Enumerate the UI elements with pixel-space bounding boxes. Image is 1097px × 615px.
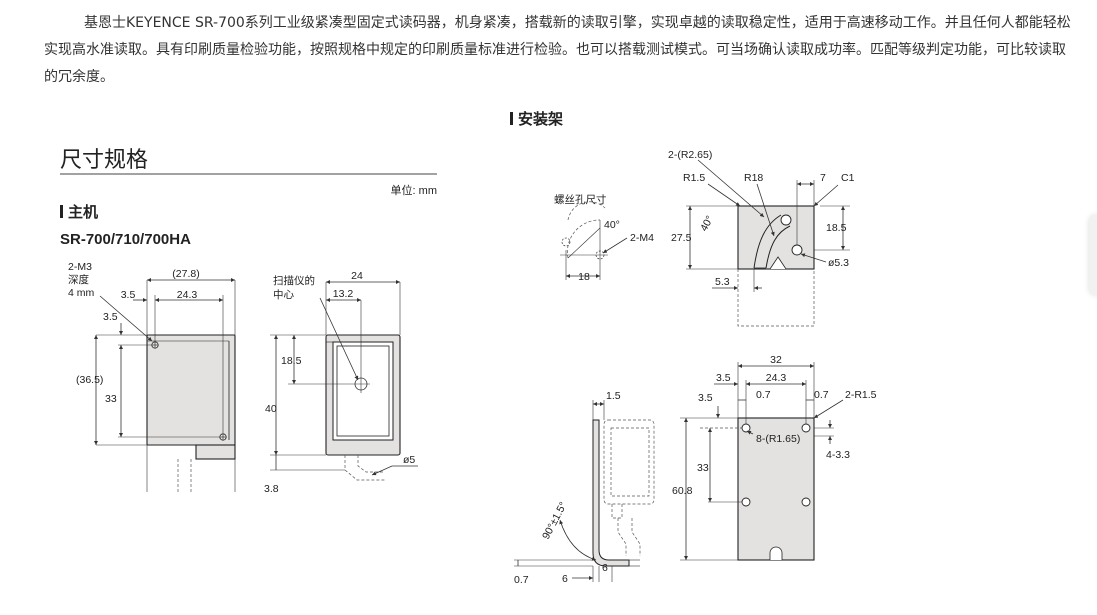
bracket-angle: 90°±1.5°	[540, 500, 570, 541]
dim-5-3: 5.3	[715, 276, 730, 288]
dim-6a: 6	[562, 573, 568, 585]
dim-c1: C1	[841, 172, 855, 184]
plate-dim-24-3: 24.3	[766, 372, 787, 384]
dim-1-5: 1.5	[606, 390, 621, 402]
main-unit-side-view	[270, 334, 401, 481]
screw-angle: 40°	[604, 219, 620, 231]
screw-hole-detail: 螺丝孔尺寸 40° 2-M4 18	[554, 193, 654, 283]
dim-27-8: (27.8)	[172, 268, 199, 280]
plate-dim-32: 32	[770, 354, 782, 366]
top-angle: 40°	[698, 214, 716, 234]
plate-dim-0-7a: 0.7	[756, 389, 771, 401]
bracket-heading: 安装架	[518, 110, 563, 128]
hole-label-1: 2-M3	[68, 261, 92, 273]
dim-18-5-top: 18.5	[826, 222, 847, 234]
plate-dim-33: 33	[697, 462, 709, 474]
plate-dim-60-8: 60.8	[672, 485, 693, 497]
plate-dim-4-3-3: 4-3.3	[826, 449, 850, 461]
scanner-center-label-1: 扫描仪的	[273, 274, 315, 287]
front-view-dimensions: 2-M3 深度 4 mm (27.8) 3.5 24.3 3.5 (36.5) …	[68, 261, 236, 446]
intro-paragraph: 基恩士KEYENCE SR-700系列工业级紧凑型固定式读码器，机身紧凑，搭载新…	[44, 15, 1071, 85]
dim-3-8: 3.8	[264, 483, 279, 495]
dim-33: 33	[105, 393, 117, 405]
dim-36-5: (36.5)	[76, 374, 103, 386]
dim-phi5-3: ø5.3	[828, 257, 849, 269]
side-view-dimensions: 扫描仪的 中心 24 13.2 18.5 40 3.8 ø5	[264, 270, 418, 495]
screw-hole-label: 螺丝孔尺寸	[554, 193, 607, 206]
dim-24-3: 24.3	[177, 289, 198, 301]
dim-r265: 2-(R2.65)	[668, 149, 712, 161]
dim-24: 24	[351, 270, 363, 282]
dim-3-5-left: 3.5	[103, 311, 118, 323]
plate-dim-0-7b: 0.7	[814, 389, 829, 401]
dim-3-5-top: 3.5	[121, 289, 136, 301]
dim-18-5: 18.5	[281, 355, 302, 367]
dim-40: 40	[265, 403, 277, 415]
plate-dim-3-5b: 3.5	[698, 392, 713, 404]
model-name: SR-700/710/700HA	[60, 231, 191, 248]
dim-0-7: 0.7	[514, 574, 529, 586]
hole-label-2: 深度	[68, 273, 89, 286]
plate-dim-3-5a: 3.5	[716, 372, 731, 384]
dim-r15: R1.5	[683, 172, 705, 184]
main-unit-front-view	[146, 334, 236, 492]
dim-13-2: 13.2	[333, 288, 354, 300]
bracket-top-view	[737, 205, 815, 327]
heading-bar-icon-2	[510, 112, 513, 125]
plate-r15: 2-R1.5	[845, 389, 877, 401]
side-floating-tab[interactable]	[1089, 215, 1097, 295]
unit-label: 单位: mm	[391, 183, 437, 197]
mounting-plate-dimensions: 32 3.5 24.3 0.7 0.7 2-R1.5 3.5 33 60.8 8…	[672, 354, 877, 561]
hole-label-3: 4 mm	[68, 287, 95, 299]
scanner-center-label-2: 中心	[273, 288, 294, 301]
section-title: 尺寸规格	[60, 147, 148, 172]
dim-6b: 6	[602, 562, 608, 574]
bracket-side-view	[592, 419, 655, 567]
bracket-side-dimensions: 1.5 90°±1.5° 0.7 6 6	[514, 390, 640, 586]
main-unit-heading: 主机	[68, 203, 98, 221]
heading-bar-icon	[60, 205, 63, 218]
plate-holes: 8-(R1.65)	[756, 433, 800, 445]
screw-dim-18: 18	[578, 271, 590, 283]
screw-thread: 2-M4	[630, 232, 654, 244]
dim-7: 7	[820, 172, 826, 184]
dim-r18: R18	[744, 172, 763, 184]
dim-phi5: ø5	[403, 454, 415, 466]
dim-27-5: 27.5	[671, 232, 692, 244]
